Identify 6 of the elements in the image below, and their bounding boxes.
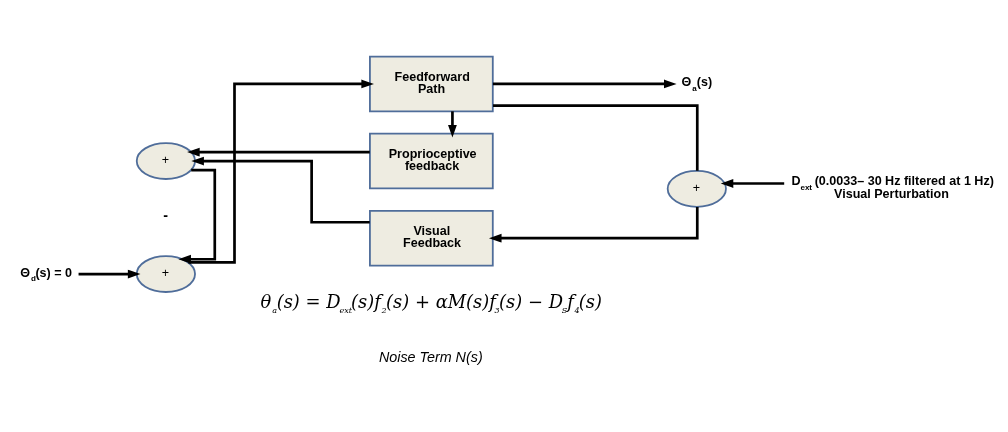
node-text: Θ$_{d}$(s) = 0: [20, 265, 73, 283]
label: θ$_{a}$(s) = D$_{ext}$(s)f$_{2}$(s) + αM(s)f$_{3}$(s) − D$_{S}$f$_{4}$(s): [260, 291, 603, 315]
node-text: Θ$_{a}$(s): [681, 75, 713, 93]
label: Noise Term N(s): [378, 348, 483, 365]
node-text: D$_{ext}$ (0.0033– 30 Hz filtered at 1 Hz) Visual Perturbation: [791, 174, 994, 202]
label: -: [163, 207, 168, 224]
